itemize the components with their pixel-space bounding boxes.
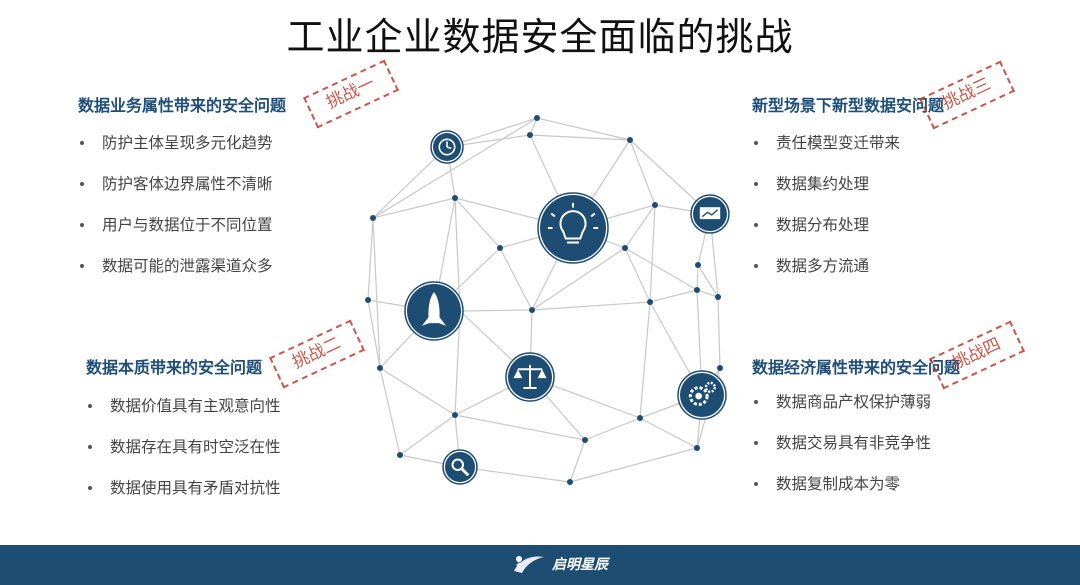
network-edge [372,197,456,219]
list-item: 数据存在具有时空泛在性 [86,437,281,478]
network-node-dot [717,365,723,371]
network-node-dot [715,294,721,300]
lightbulb-icon [537,192,609,264]
network-node-dot [497,245,503,251]
network-diagram [365,115,730,485]
network-node-dot [694,287,700,293]
network-edge [529,134,631,141]
network-edge [531,247,626,311]
list-item: 数据价值具有主观意向性 [86,396,281,437]
list-item: 数据商品产权保护薄弱 [752,392,931,433]
network-edge [584,417,641,441]
network-edge [639,301,651,419]
network-node-dot [529,307,535,313]
network-edge [569,447,698,483]
network-edge [372,217,381,369]
network-node-dot [452,412,458,418]
list-item: 责任模型变迁带来 [752,133,900,174]
network-edge [459,309,533,312]
network-hubs [404,130,730,485]
network-edge [569,439,586,483]
list-item: 数据分布处理 [752,215,900,256]
star-logo-icon [514,556,544,573]
network-edge [624,204,656,249]
network-node-dot [397,452,403,458]
network-edge [379,367,456,416]
network-node-dot [365,297,371,303]
list-item: 数据集约处理 [752,174,900,215]
network-edge [696,264,699,291]
network-edge [649,289,698,303]
page-title: 工业企业数据安全面临的挑战 [286,15,794,59]
network-node-dot [695,262,701,268]
rocket-icon [404,281,464,341]
network-node-dot [647,299,653,305]
network-edge [459,466,571,483]
network-edges [367,117,721,483]
challenge-2-list: 数据价值具有主观意向性 数据存在具有时空泛在性 数据使用具有矛盾对抗性 [86,396,281,519]
list-item: 用户与数据位于不同位置 [78,215,273,256]
scales-icon [505,352,555,402]
network-edge [367,217,374,301]
clock-icon [430,130,464,164]
list-item: 数据可能的泄露渠道众多 [78,256,273,297]
network-node-dot [582,437,588,443]
network-edge [499,247,533,311]
network-edge [454,414,586,441]
network-node-dot [652,202,658,208]
challenge-4-list: 数据商品产权保护薄弱 数据交易具有非竞争性 数据复制成本为零 [752,392,931,515]
network-edge [367,299,381,369]
network-edge [454,197,461,312]
list-item: 数据复制成本为零 [752,474,931,515]
network-edge [399,414,456,456]
challenge-4-title: 数据经济属性带来的安全问题 [752,358,961,377]
list-item: 数据使用具有矛盾对抗性 [86,478,281,519]
footer-bar: 启明星辰 [0,545,1080,585]
network-node-dot [370,215,376,221]
footer-brand: 启明星辰 [552,557,608,573]
network-node-dot [534,115,540,121]
network-node-dot [694,445,700,451]
challenge-1-list: 防护主体呈现多元化趋势 防护客体边界属性不清晰 用户与数据位于不同位置 数据可能… [78,133,273,297]
list-item: 数据多方流通 [752,256,900,297]
network-edge [454,197,501,249]
network-edge [696,289,719,298]
challenge-2-title: 数据本质带来的安全问题 [86,358,263,377]
network-edge [372,117,538,219]
network-dots [365,115,723,485]
footer-logo: 启明星辰 [510,551,608,577]
list-item: 数据交易具有非竞争性 [752,433,931,474]
network-node-dot [377,365,383,371]
network-node-dot [452,195,458,201]
network-edge [649,204,656,303]
network-edge [372,146,448,219]
wrench-icon [442,449,478,485]
network-edge [454,310,461,416]
network-edge [697,264,719,298]
network-edge [629,139,656,206]
network-edge [624,247,651,303]
network-node-dot [637,415,643,421]
network-edge [529,117,538,136]
network-edge [531,301,651,311]
network-node-dot [567,479,573,485]
network-edge [624,247,698,291]
network-edge [379,367,401,456]
challenge-3-title: 新型场景下新型数据安问题 [752,96,945,115]
network-node-dot [622,245,628,251]
presentation-icon [690,194,730,234]
gears-icon [677,370,727,420]
challenge-1-title: 数据业务属性带来的安全问题 [78,96,287,115]
list-item: 防护客体边界属性不清晰 [78,174,273,215]
challenge-3-list: 责任模型变迁带来 数据集约处理 数据分布处理 数据多方流通 [752,133,900,297]
network-edge [536,117,631,141]
network-node-dot [527,132,533,138]
network-node-dot [627,137,633,143]
list-item: 防护主体呈现多元化趋势 [78,133,273,174]
network-edge [639,417,698,449]
network-edge [717,296,721,369]
